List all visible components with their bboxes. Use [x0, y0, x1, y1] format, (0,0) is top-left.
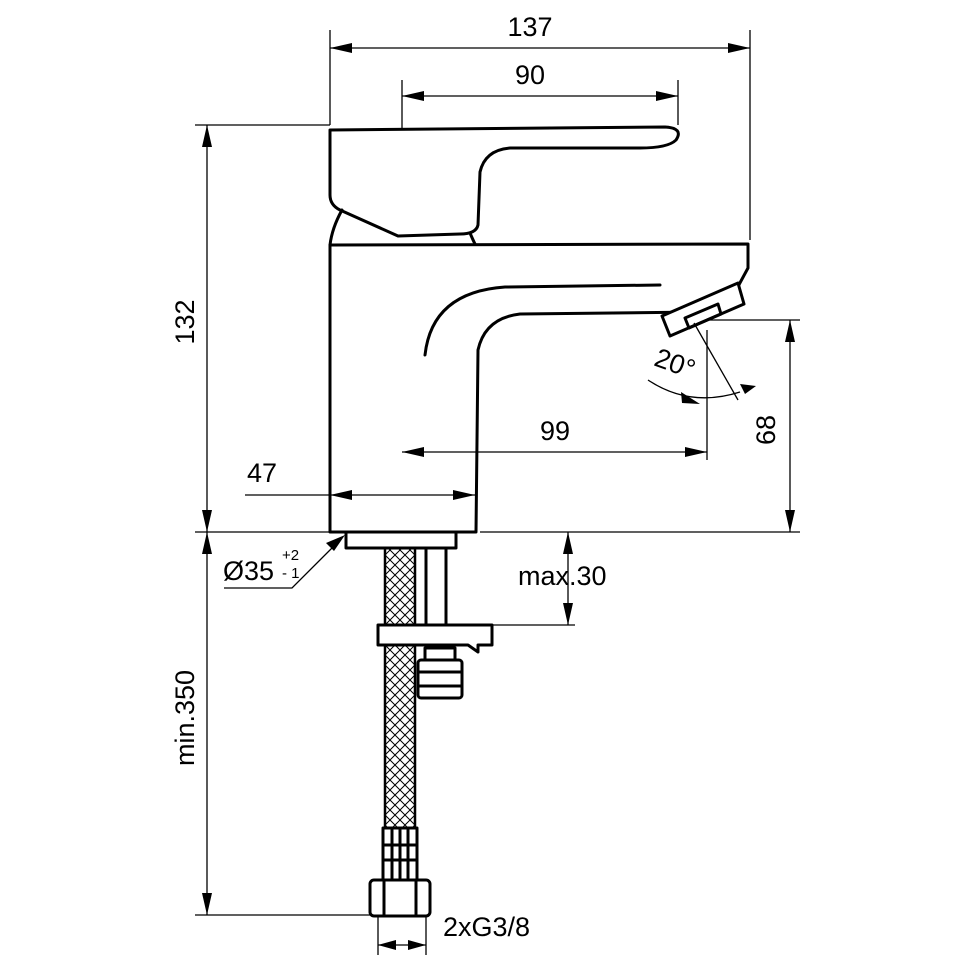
braided-hose — [383, 546, 417, 835]
dimension-lines — [202, 43, 795, 950]
connection-nut — [368, 878, 432, 918]
dim-lever-length: 90 — [515, 60, 545, 90]
dim-total-height: 132 — [170, 299, 200, 344]
dim-spout-reach: 99 — [540, 416, 570, 446]
fixing-plate — [376, 623, 494, 654]
dim-connection: 2xG3/8 — [443, 912, 530, 942]
dim-total-width: 137 — [507, 12, 552, 42]
faucet-body — [328, 125, 750, 550]
dim-hole-tol-upper: +2 — [282, 547, 299, 564]
dim-min-hose-length: min.350 — [170, 670, 200, 766]
dim-hole-diameter: Ø35 — [223, 556, 274, 586]
base-ring — [344, 530, 458, 550]
extension-lines — [195, 30, 800, 955]
dim-spout-height: 68 — [751, 415, 781, 445]
dimension-labels: 137 90 132 99 47 68 20° Ø35 +2 - 1 max.3… — [170, 12, 781, 942]
dim-center-offset: 47 — [247, 458, 277, 488]
dim-spout-angle: 20° — [651, 342, 700, 384]
fixing-stud — [424, 546, 448, 632]
dim-max-deck-thickness: max.30 — [518, 561, 607, 591]
fixing-nut — [416, 658, 464, 700]
lever-handle — [328, 125, 680, 238]
under-counter-fittings — [368, 546, 494, 918]
dim-hole-tol-lower: - 1 — [282, 565, 300, 582]
